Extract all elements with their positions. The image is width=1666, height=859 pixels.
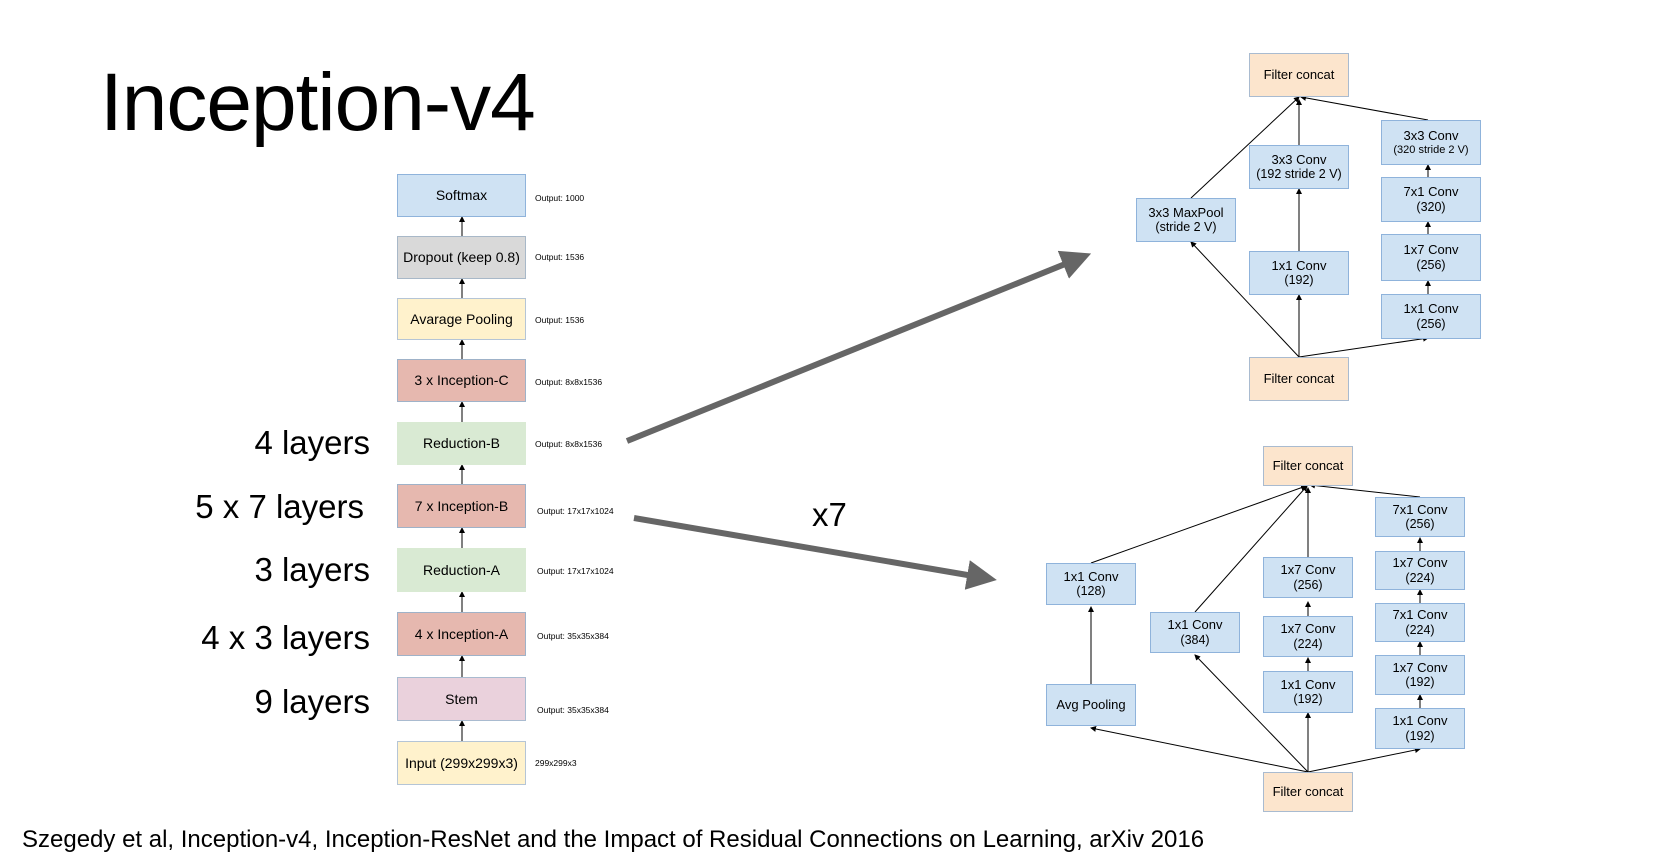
stack-output-dropout: Output: 1536 bbox=[535, 252, 585, 262]
inception-b-right-conv-7x1-224: 7x1 Conv (224) bbox=[1375, 603, 1465, 642]
stack-output-stem: Output: 35x35x384 bbox=[537, 705, 609, 715]
reduction-b-bottom-concat: Filter concat bbox=[1249, 357, 1349, 401]
layer-label-reduction-b: 4 layers bbox=[254, 424, 370, 461]
inception-b-avg-pooling: Avg Pooling bbox=[1046, 684, 1136, 726]
zoom-arrows bbox=[625, 250, 1092, 590]
stack-output-inception-b: Output: 17x17x1024 bbox=[537, 506, 614, 516]
reduction-b-right-conv-3x3: 3x3 Conv (320 stride 2 V) bbox=[1381, 120, 1481, 165]
reduction-b-top-concat: Filter concat bbox=[1249, 53, 1349, 97]
stack-block-reduction-a: Reduction-A bbox=[397, 548, 526, 592]
layer-label-inception-a: 4 x 3 layers bbox=[201, 619, 370, 656]
repeat-label: x7 bbox=[812, 496, 847, 533]
inception-b-right-conv-1x7-192: 1x7 Conv (192) bbox=[1375, 655, 1465, 695]
stack-block-softmax: Softmax bbox=[397, 174, 526, 217]
stack-block-dropout: Dropout (keep 0.8) bbox=[397, 236, 526, 279]
inception-b-bottom-concat: Filter concat bbox=[1263, 772, 1353, 812]
reduction-b-mid-conv-1x1: 1x1 Conv (192) bbox=[1249, 251, 1349, 295]
reduction-b-maxpool: 3x3 MaxPool (stride 2 V) bbox=[1136, 198, 1236, 242]
citation: Szegedy et al, Inception-v4, Inception-R… bbox=[22, 826, 1205, 853]
arrow-to-inception-b bbox=[633, 515, 997, 590]
inception-b-conv-384: 1x1 Conv (384) bbox=[1150, 612, 1240, 653]
stack-output-inception-a: Output: 35x35x384 bbox=[537, 631, 609, 641]
reduction-b-right-conv-1x7: 1x7 Conv (256) bbox=[1381, 234, 1481, 281]
stack-block-inception-c: 3 x Inception-C bbox=[397, 359, 526, 402]
stack-block-inception-a: 4 x Inception-A bbox=[397, 612, 526, 656]
slide-title: Inception-v4 bbox=[100, 57, 536, 148]
inception-b-right-conv-1x7-224: 1x7 Conv (224) bbox=[1375, 551, 1465, 590]
reduction-b-right-conv-1x1: 1x1 Conv (256) bbox=[1381, 294, 1481, 339]
stack-output-avg-pooling: Output: 1536 bbox=[535, 315, 585, 325]
reduction-b-mid-conv-3x3: 3x3 Conv (192 stride 2 V) bbox=[1249, 145, 1349, 189]
inception-b-mid-conv-1x7-224: 1x7 Conv (224) bbox=[1263, 616, 1353, 657]
inception-b-connectors bbox=[1088, 482, 1423, 773]
layer-label-reduction-a: 3 layers bbox=[254, 551, 370, 588]
inception-b-top-concat: Filter concat bbox=[1263, 446, 1353, 486]
arrow-to-reduction-b bbox=[625, 250, 1092, 444]
reduction-b-connectors bbox=[1190, 94, 1431, 358]
inception-b-mid-conv-1x1-192: 1x1 Conv (192) bbox=[1263, 671, 1353, 713]
stack-block-inception-b: 7 x Inception-B bbox=[397, 484, 526, 528]
stack-block-input: Input (299x299x3) bbox=[397, 741, 526, 785]
reduction-b-right-conv-7x1: 7x1 Conv (320) bbox=[1381, 177, 1481, 222]
stack-output-reduction-a: Output: 17x17x1024 bbox=[537, 566, 614, 576]
layer-label-inception-b: 5 x 7 layers bbox=[195, 488, 364, 525]
inception-b-pool-conv-1x1: 1x1 Conv (128) bbox=[1046, 563, 1136, 605]
inception-b-mid-conv-1x7-256: 1x7 Conv (256) bbox=[1263, 557, 1353, 598]
inception-b-right-conv-1x1-192: 1x1 Conv (192) bbox=[1375, 708, 1465, 749]
inception-b-right-conv-7x1-256: 7x1 Conv (256) bbox=[1375, 497, 1465, 537]
stack-block-reduction-b: Reduction-B bbox=[397, 422, 526, 465]
stack-block-avg-pooling: Avarage Pooling bbox=[397, 298, 526, 340]
stack-output-input: 299x299x3 bbox=[535, 758, 577, 768]
layer-label-stem: 9 layers bbox=[254, 683, 370, 720]
stack-output-inception-c: Output: 8x8x1536 bbox=[535, 377, 603, 387]
stack-output-softmax: Output: 1000 bbox=[535, 193, 585, 203]
stack-block-stem: Stem bbox=[397, 677, 526, 721]
stack-output-reduction-b: Output: 8x8x1536 bbox=[535, 439, 603, 449]
